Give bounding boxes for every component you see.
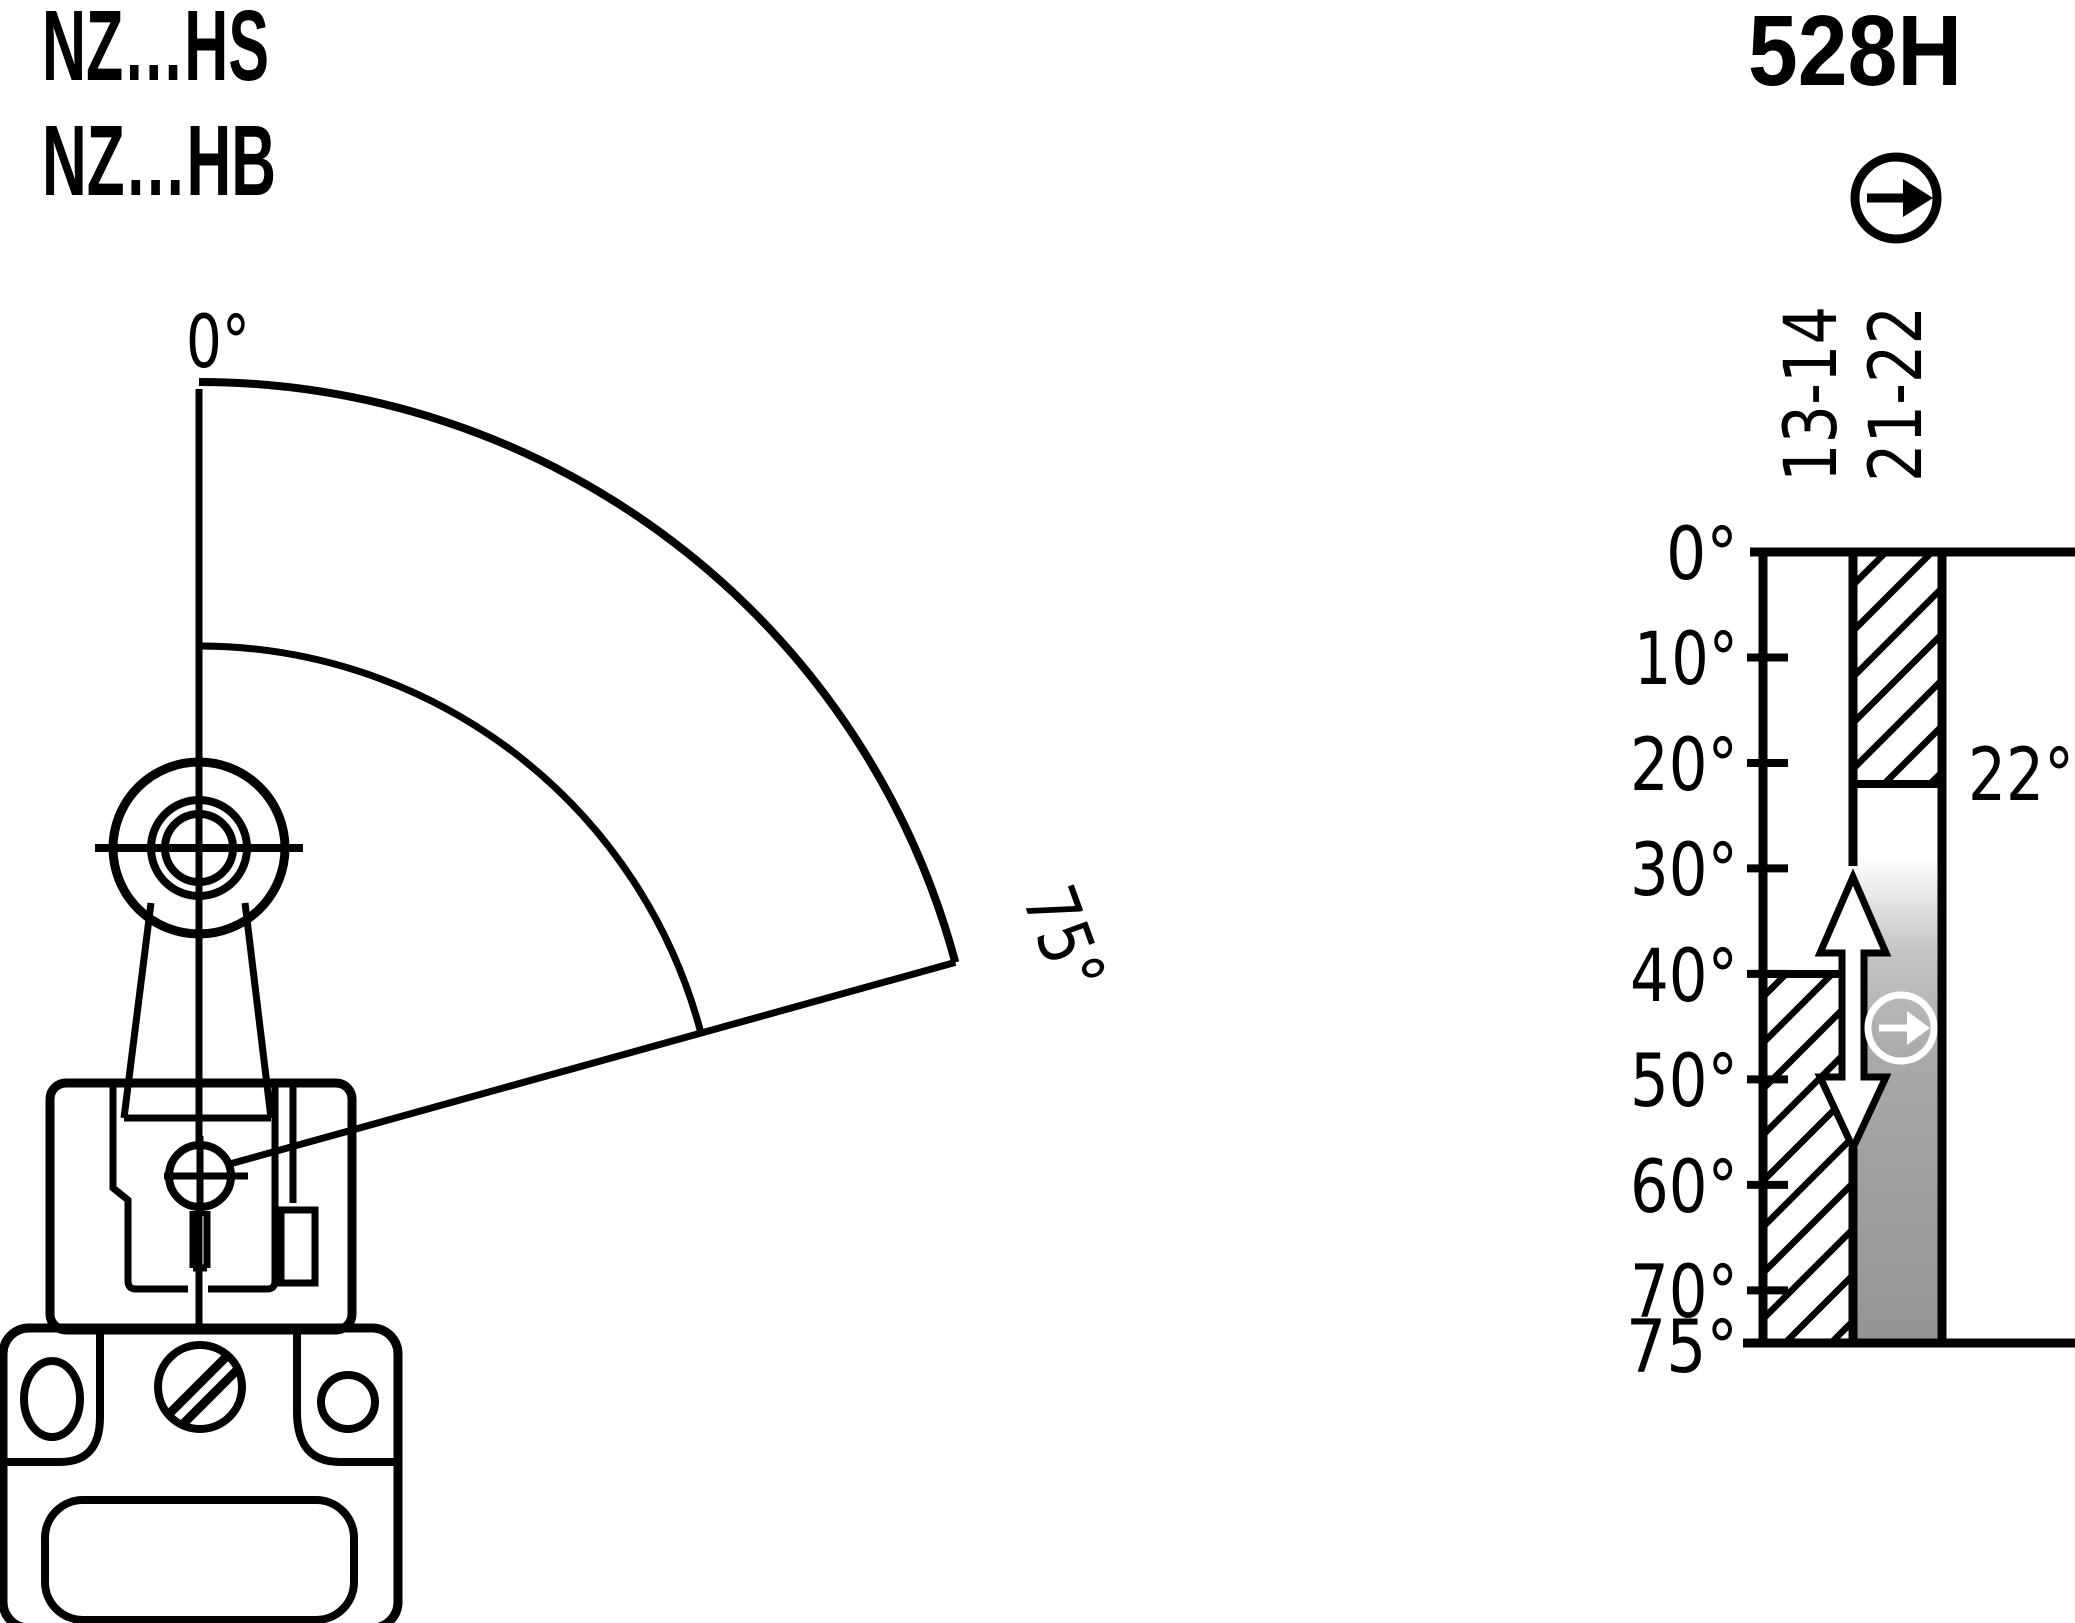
inner-sweep-arc: [198, 642, 704, 1032]
icon-circle: [1850, 152, 1942, 244]
icon-arrow-head: [1907, 1011, 1930, 1045]
tick-label-30: 30°: [1630, 828, 1738, 913]
tick-label-40: 40°: [1630, 934, 1738, 1019]
head-right-cheek: [208, 1087, 279, 1293]
drawing-number: 528H: [1748, 0, 1962, 107]
rotary-actuation-icon: [1850, 152, 1942, 244]
positive-opening-icon: [1864, 991, 1938, 1065]
tick-label-0: 0°: [1666, 512, 1738, 597]
tick-label-50: 50°: [1630, 1039, 1738, 1124]
axis-tick-labels: 0° 10° 20° 30° 40° 50° 60° 70° 75°: [1626, 512, 1738, 1390]
contact-label-21-22: 21-22: [1854, 306, 1939, 482]
icon-circle: [1864, 991, 1938, 1065]
contact-21-22-closed-zone: [1853, 552, 1942, 784]
mounting-hole-right: [317, 1371, 379, 1433]
lever-start-angle-label: 0°: [186, 300, 250, 385]
travel-double-arrow: [1814, 868, 1892, 1157]
tick-label-10: 10°: [1634, 617, 1738, 702]
tick-label-70: 70°: [1630, 1250, 1738, 1335]
switch-point-label: 22°: [1968, 733, 2074, 818]
head-plunger-slot: [189, 1211, 211, 1272]
body-lower-panel: [41, 1496, 358, 1623]
head-screw: [154, 1341, 246, 1433]
model-title-line2: NZ…HB: [42, 105, 276, 217]
lever-end-angle-label: 75°: [1005, 875, 1121, 1003]
contact-travel-chart: 0° 10° 20° 30° 40° 50° 60° 70° 75° 13-14…: [1626, 306, 2075, 1390]
head-latch-block: [277, 1206, 319, 1287]
screw-slot-edge2: [178, 1367, 240, 1429]
body-left-panel-line: [6, 1330, 104, 1466]
lever-arm-right: [241, 902, 275, 1119]
tick-label-75: 75°: [1626, 1305, 1738, 1390]
contact-label-13-14: 13-14: [1769, 306, 1854, 482]
lever-arm-left: [120, 902, 155, 1119]
lever-75deg-line: [200, 959, 957, 1176]
outer-sweep-arc: [198, 378, 960, 964]
axis-ticks: [1747, 653, 1788, 1295]
screw-slot-edge1: [164, 1352, 231, 1419]
body-right-panel-line: [293, 1330, 395, 1466]
tick-label-20: 20°: [1630, 723, 1738, 808]
model-title-line1: NZ…HS: [42, 0, 269, 102]
contact-13-14-closed-zone: [1763, 974, 1853, 1343]
tick-label-60: 60°: [1630, 1145, 1738, 1230]
switch-body: [0, 1323, 403, 1623]
mounting-hole-left: [20, 1357, 84, 1441]
lever-actuation-diagram: 0° 75°: [0, 300, 1121, 1623]
head-left-cheek: [109, 1087, 188, 1293]
icon-arrow-head: [1903, 179, 1933, 217]
